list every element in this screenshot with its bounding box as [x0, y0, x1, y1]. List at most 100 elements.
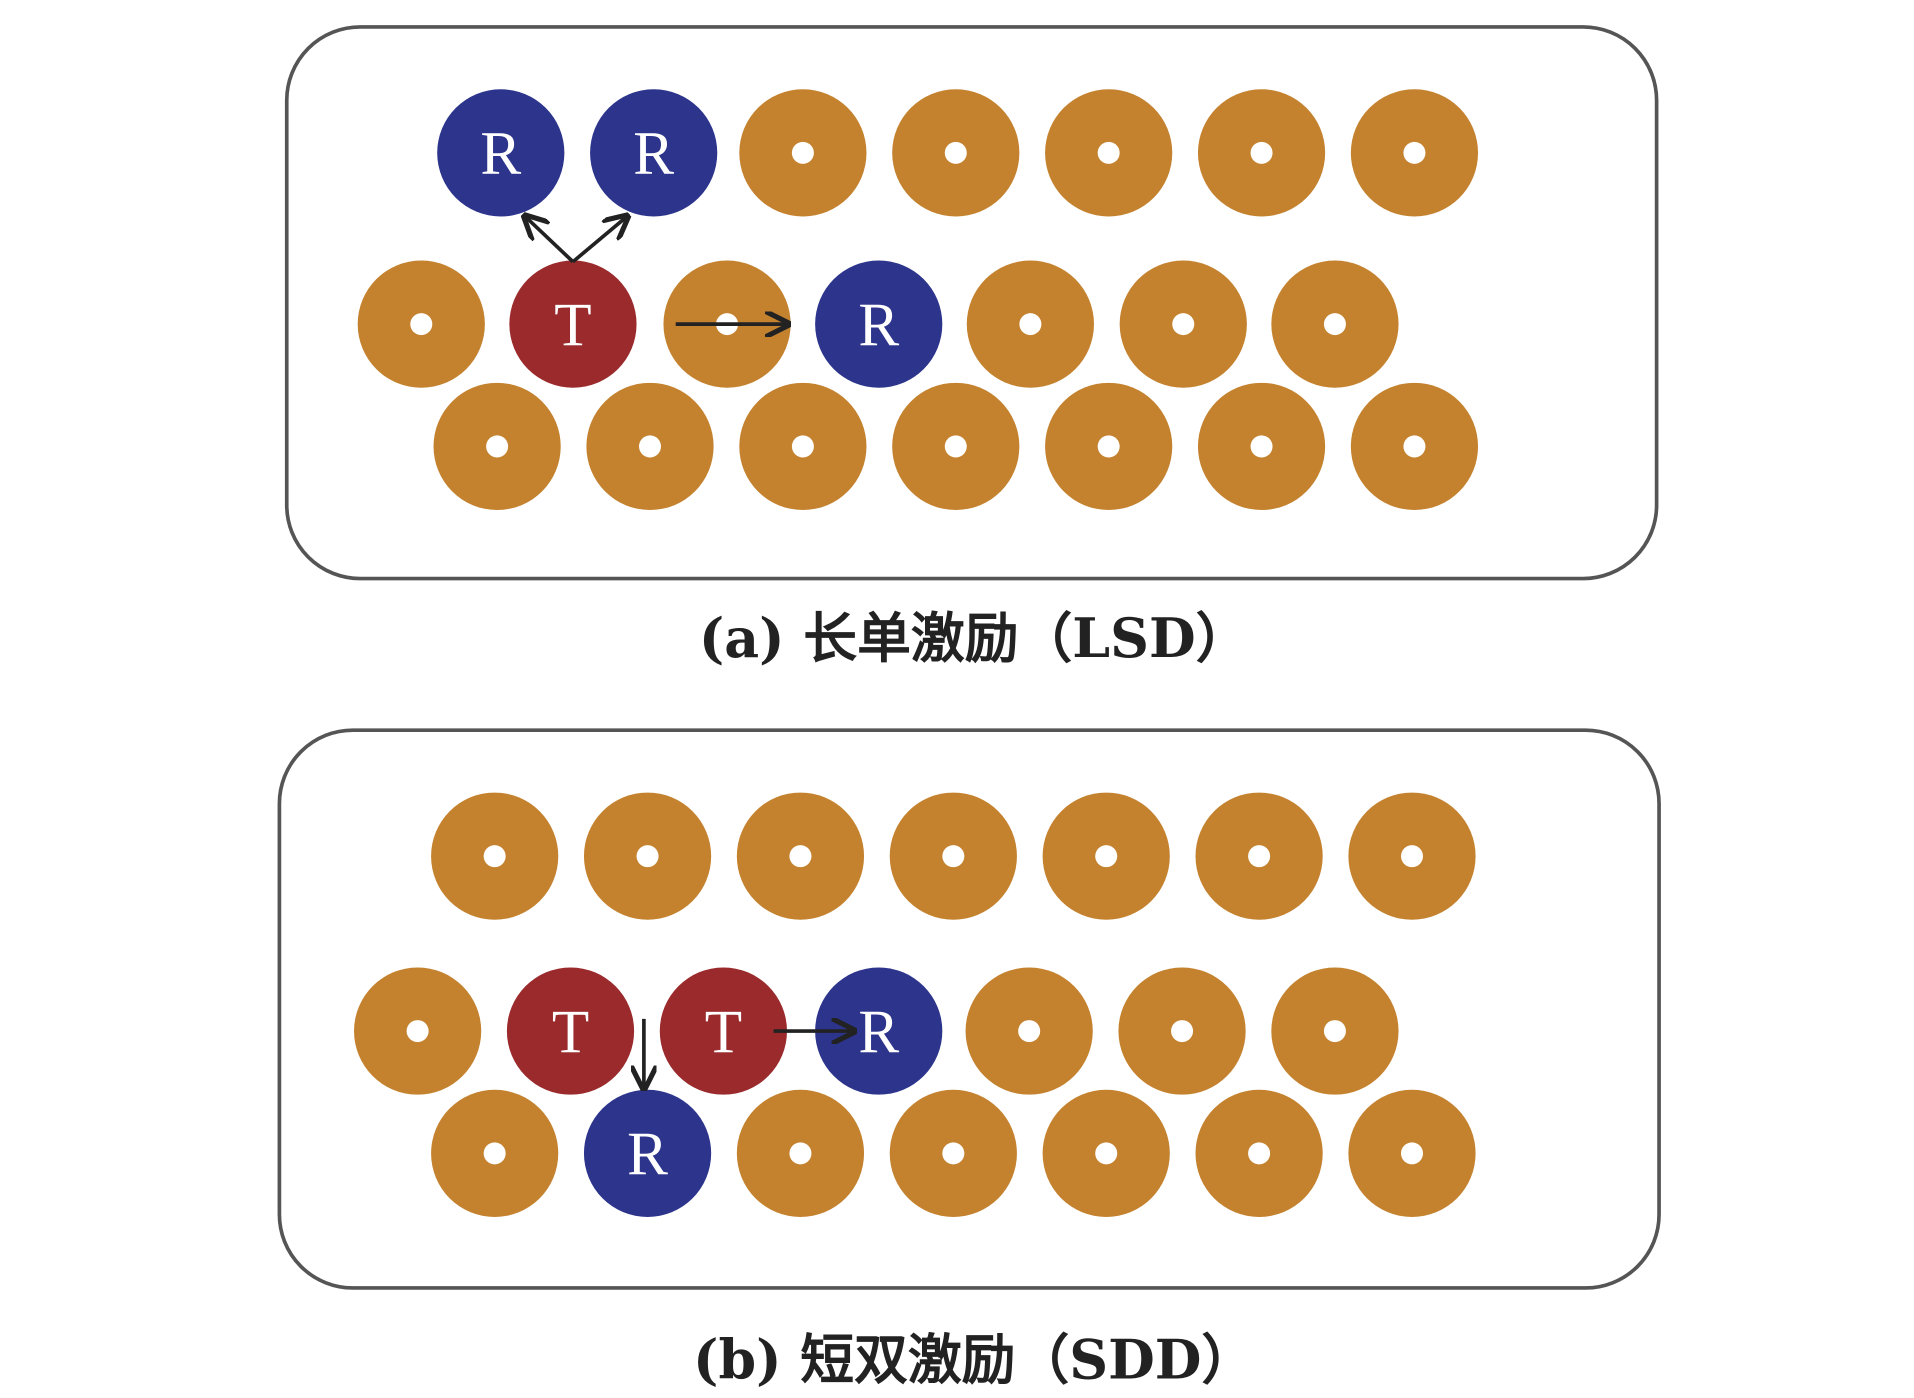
sensor-node	[586, 382, 714, 511]
receiver-node: R	[815, 260, 943, 388]
panel-a-arrows	[526, 218, 785, 324]
node-center-dot	[483, 1142, 506, 1165]
node-center-dot	[1171, 1020, 1194, 1043]
sensor-node	[431, 1089, 559, 1217]
node-center-dot	[944, 141, 967, 164]
sensor-node	[1195, 1089, 1323, 1217]
panel-b-frame	[277, 728, 1661, 1290]
sensor-node	[1350, 89, 1479, 217]
node-circle	[583, 1089, 712, 1217]
node-center-dot	[1097, 435, 1120, 458]
node-center-dot	[483, 845, 506, 868]
sensor-node	[354, 967, 482, 1095]
node-center-dot	[1019, 313, 1042, 336]
sensor-node	[1042, 1089, 1170, 1217]
sensor-node	[1119, 260, 1247, 388]
node-center-dot	[791, 141, 814, 164]
node-circle	[815, 967, 943, 1095]
arrow-up-right	[571, 218, 626, 264]
node-label: R	[858, 292, 899, 359]
node-circle	[509, 260, 637, 388]
node-center-dot	[486, 435, 509, 458]
receiver-node: R	[583, 1089, 712, 1217]
node-label: T	[554, 292, 591, 359]
node-label: T	[705, 999, 742, 1066]
panel-b-arrows	[644, 1019, 852, 1086]
sensor-node	[966, 260, 1094, 388]
node-center-dot	[1400, 1142, 1423, 1165]
sensor-node	[1350, 382, 1479, 511]
node-center-dot	[942, 845, 965, 868]
node-center-dot	[789, 845, 812, 868]
caption-a: (a) 长单激励（LSD）	[699, 606, 1250, 670]
transmitter-node: T	[506, 967, 635, 1095]
sensor-node	[1197, 382, 1326, 511]
arrow-up-left	[526, 218, 575, 264]
node-center-dot	[1250, 141, 1273, 164]
node-center-dot	[791, 435, 814, 458]
node-circle	[590, 89, 718, 217]
node-label: R	[627, 1121, 668, 1188]
receiver-node: R	[437, 89, 565, 217]
sensor-node	[431, 792, 559, 920]
sensor-node	[1045, 382, 1173, 511]
sensor-node	[889, 792, 1017, 920]
node-center-dot	[636, 845, 659, 868]
node-center-dot	[1095, 1142, 1118, 1165]
node-circle	[506, 967, 635, 1095]
node-center-dot	[1403, 435, 1426, 458]
node-center-dot	[1018, 1020, 1041, 1043]
node-center-dot	[638, 435, 662, 458]
sensor-node	[1118, 967, 1246, 1095]
sensor-node	[1197, 89, 1326, 217]
node-center-dot	[1172, 313, 1195, 336]
sensor-node	[1348, 1089, 1476, 1217]
node-circle	[815, 260, 943, 388]
transmitter-node: T	[659, 967, 787, 1095]
sensor-node	[1271, 967, 1399, 1095]
receiver-node: R	[590, 89, 718, 217]
node-label: R	[633, 121, 674, 188]
sensor-node	[736, 792, 865, 920]
node-center-dot	[1403, 141, 1426, 164]
sensor-node	[1195, 792, 1323, 920]
node-circle	[437, 89, 565, 217]
node-label: R	[480, 121, 521, 188]
node-center-dot	[1248, 845, 1271, 868]
node-center-dot	[1400, 845, 1423, 868]
sensor-node	[736, 1089, 865, 1217]
sensor-node	[739, 382, 867, 511]
node-center-dot	[1250, 435, 1273, 458]
transmitter-node: T	[509, 260, 637, 388]
sensor-node	[965, 967, 1093, 1095]
node-center-dot	[410, 313, 433, 336]
sensor-node	[433, 382, 561, 511]
node-label: T	[552, 999, 589, 1066]
caption-b: (b) 短双激励（SDD）	[693, 1327, 1255, 1391]
node-center-dot	[406, 1020, 429, 1043]
node-center-dot	[1323, 313, 1346, 336]
sensor-node	[1271, 260, 1399, 388]
sensor-node	[1042, 792, 1170, 920]
sensor-node	[357, 260, 485, 388]
sensor-node	[1348, 792, 1476, 920]
sensor-node	[739, 89, 867, 217]
node-center-dot	[789, 1142, 812, 1165]
node-center-dot	[1095, 845, 1118, 868]
sensor-node	[1045, 89, 1173, 217]
node-center-dot	[1097, 141, 1120, 164]
receiver-node: R	[815, 967, 943, 1095]
panel-a-nodes: R R T R	[357, 89, 1479, 511]
sensor-node	[889, 1089, 1017, 1217]
sensor-node	[892, 89, 1020, 217]
node-center-dot	[944, 435, 967, 458]
node-center-dot	[1323, 1020, 1346, 1043]
node-circle	[659, 967, 787, 1095]
sensor-node	[583, 792, 712, 920]
sensor-node	[892, 382, 1020, 511]
node-center-dot	[942, 1142, 965, 1165]
node-label: R	[858, 999, 899, 1066]
panel-a-frame	[284, 25, 1659, 581]
